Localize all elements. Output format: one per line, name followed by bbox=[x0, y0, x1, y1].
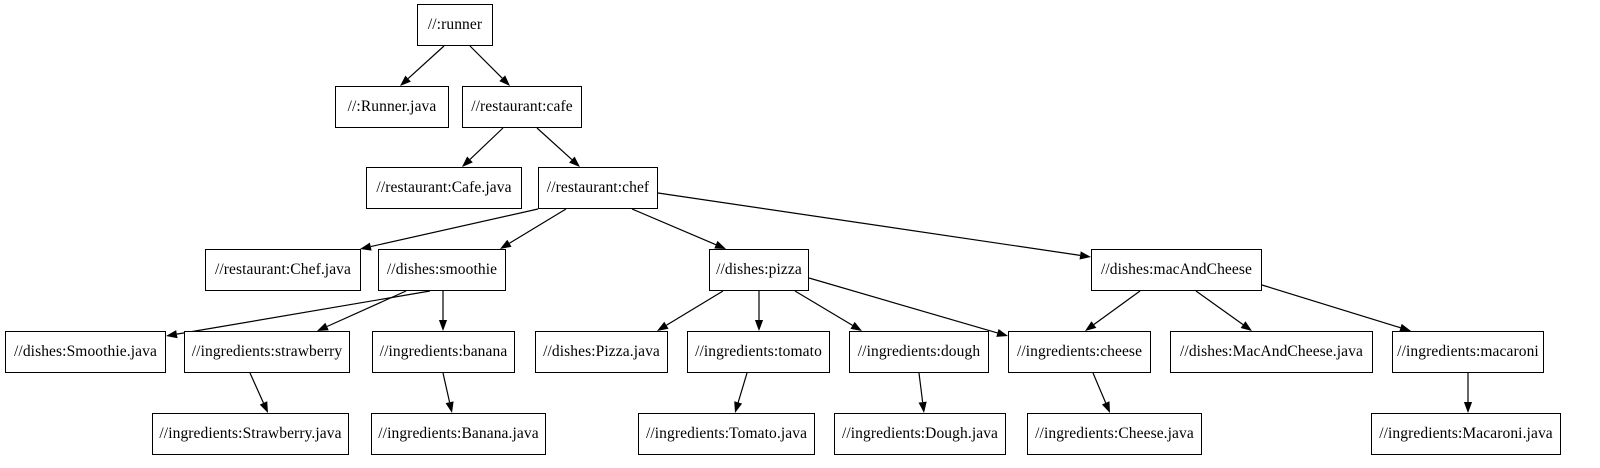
graph-node-restaurant_chef[interactable]: //restaurant:chef bbox=[538, 167, 658, 209]
graph-node-label: //ingredients:Macaroni.java bbox=[1379, 425, 1553, 443]
graph-node-ing_macaroni[interactable]: //ingredients:macaroni bbox=[1392, 331, 1544, 373]
graph-node-label: //restaurant:cafe bbox=[471, 98, 573, 116]
graph-node-dishes_macandch[interactable]: //dishes:macAndCheese bbox=[1091, 249, 1262, 291]
graph-node-ing_strawberry[interactable]: //ingredients:strawberry bbox=[184, 331, 350, 373]
graph-node-dough_java[interactable]: //ingredients:Dough.java bbox=[834, 413, 1006, 455]
graph-node-smoothie_java[interactable]: //dishes:Smoothie.java bbox=[5, 331, 166, 373]
graph-node-label: //ingredients:Strawberry.java bbox=[159, 425, 342, 443]
graph-node-macandcheese_java[interactable]: //dishes:MacAndCheese.java bbox=[1170, 331, 1373, 373]
graph-node-label: //ingredients:banana bbox=[379, 343, 508, 361]
graph-node-label: //dishes:smoothie bbox=[386, 261, 498, 279]
graph-node-ing_banana[interactable]: //ingredients:banana bbox=[372, 331, 515, 373]
graph-node-ing_cheese[interactable]: //ingredients:cheese bbox=[1008, 331, 1151, 373]
graph-node-dishes_pizza[interactable]: //dishes:pizza bbox=[709, 249, 809, 291]
graph-node-tomato_java[interactable]: //ingredients:Tomato.java bbox=[638, 413, 815, 455]
graph-node-label: //ingredients:macaroni bbox=[1397, 343, 1539, 361]
graph-node-restaurant_cafe[interactable]: //restaurant:cafe bbox=[462, 86, 582, 128]
graph-node-ing_tomato[interactable]: //ingredients:tomato bbox=[687, 331, 830, 373]
graph-node-label: //dishes:Pizza.java bbox=[543, 343, 660, 361]
graph-node-label: //ingredients:Dough.java bbox=[841, 425, 999, 443]
graph-node-label: //ingredients:cheese bbox=[1016, 343, 1143, 361]
graph-node-runner[interactable]: //:runner bbox=[417, 4, 493, 46]
graph-node-label: //restaurant:Chef.java bbox=[214, 261, 352, 279]
graph-node-cheese_java[interactable]: //ingredients:Cheese.java bbox=[1027, 413, 1202, 455]
graph-node-label: //dishes:MacAndCheese.java bbox=[1180, 343, 1363, 361]
graph-node-dishes_smoothie[interactable]: //dishes:smoothie bbox=[378, 249, 506, 291]
graph-node-banana_java[interactable]: //ingredients:Banana.java bbox=[371, 413, 546, 455]
graph-node-cafe_java[interactable]: //restaurant:Cafe.java bbox=[366, 167, 522, 209]
graph-node-label: //dishes:pizza bbox=[716, 261, 802, 279]
graph-node-ing_dough[interactable]: //ingredients:dough bbox=[849, 331, 989, 373]
graph-node-label: //restaurant:Cafe.java bbox=[376, 179, 512, 197]
graph-node-runner_java[interactable]: //:Runner.java bbox=[335, 86, 449, 128]
graph-node-pizza_java[interactable]: //dishes:Pizza.java bbox=[535, 331, 668, 373]
graph-node-strawberry_java[interactable]: //ingredients:Strawberry.java bbox=[152, 413, 349, 455]
graph-node-label: //ingredients:Tomato.java bbox=[645, 425, 808, 443]
graph-node-chef_java[interactable]: //restaurant:Chef.java bbox=[205, 249, 361, 291]
graph-node-label: //dishes:macAndCheese bbox=[1100, 261, 1253, 279]
graph-node-label: //ingredients:tomato bbox=[695, 343, 822, 361]
graph-node-label: //ingredients:Cheese.java bbox=[1035, 425, 1194, 443]
graph-node-label: //:Runner.java bbox=[347, 98, 437, 116]
graph-node-label: //dishes:Smoothie.java bbox=[14, 343, 157, 361]
graph-node-label: //:runner bbox=[427, 16, 483, 34]
graph-node-label: //ingredients:dough bbox=[857, 343, 981, 361]
graph-node-label: //ingredients:strawberry bbox=[191, 343, 343, 361]
graph-node-label: //ingredients:Banana.java bbox=[378, 425, 539, 443]
graph-node-macaroni_java[interactable]: //ingredients:Macaroni.java bbox=[1371, 413, 1561, 455]
graph-node-label: //restaurant:chef bbox=[546, 179, 650, 197]
